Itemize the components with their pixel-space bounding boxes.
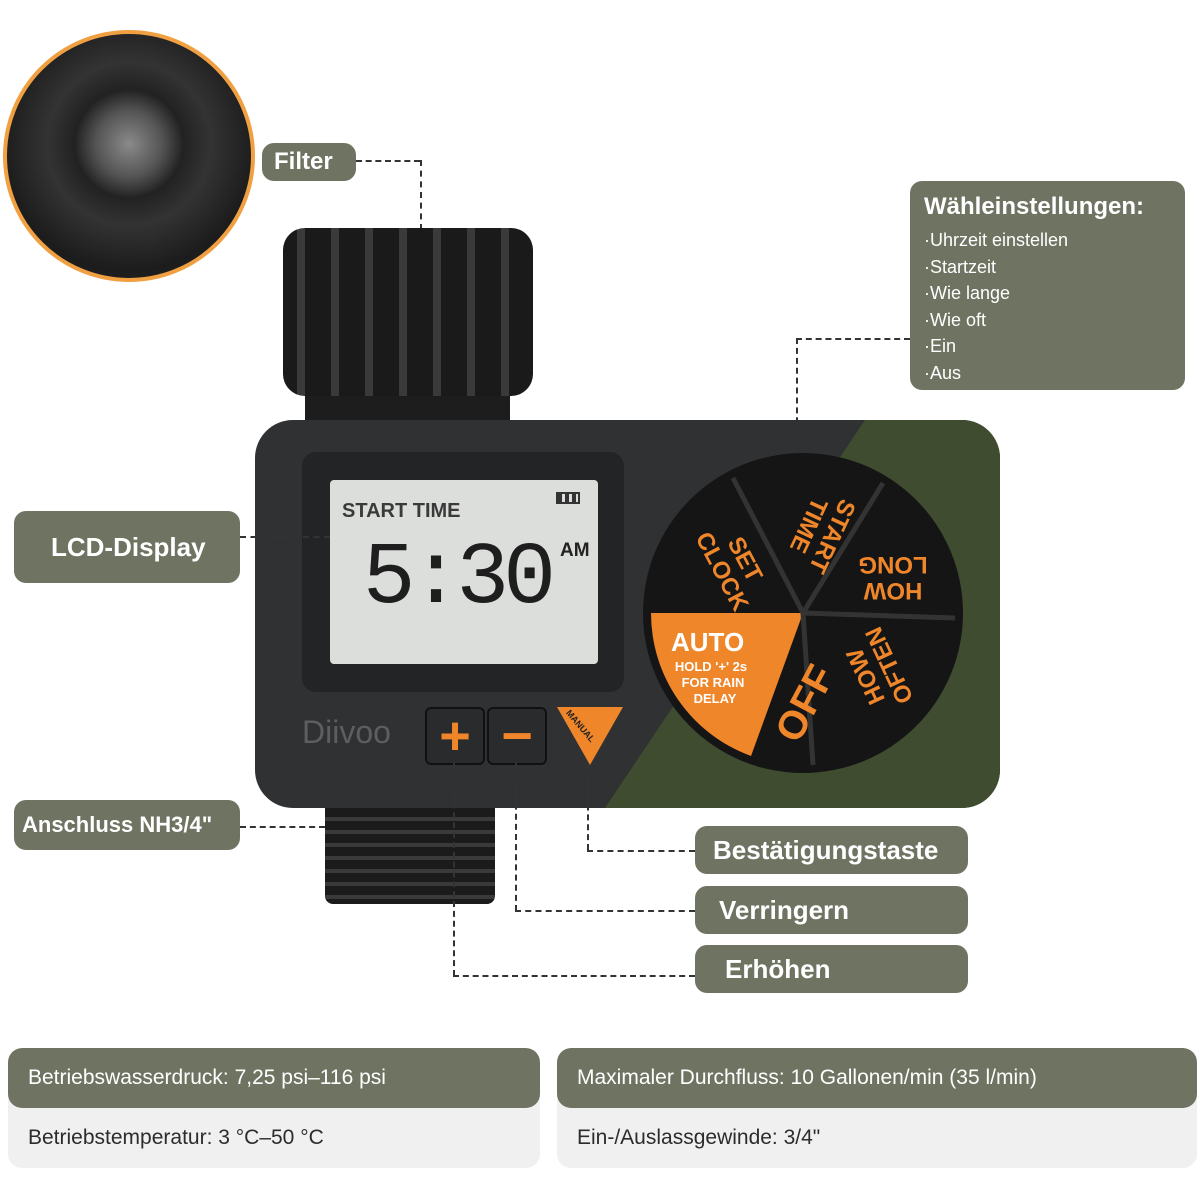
brand-logo: Diivoo bbox=[302, 714, 391, 750]
dial-dividers bbox=[730, 476, 956, 766]
spec-card: Maximaler Durchfluss: 10 Gallonen/min (3… bbox=[557, 1048, 1197, 1168]
dial-settings-item: ·Startzeit bbox=[924, 256, 997, 277]
spec-temperature: Betriebstemperatur: 3 °C–50 °C bbox=[28, 1126, 324, 1149]
spec-flow: Maximaler Durchfluss: 10 Gallonen/min (3… bbox=[557, 1048, 1197, 1108]
increase-button[interactable]: + bbox=[425, 707, 485, 765]
dial-settings-box: Wähleinstellungen: ·Uhrzeit einstellen ·… bbox=[910, 181, 1185, 390]
decrease-button[interactable]: − bbox=[487, 707, 547, 765]
dial-settings-item: ·Wie oft bbox=[924, 309, 987, 330]
dial-settings-item: ·Aus bbox=[924, 362, 962, 383]
lcd-time: 5:30 bbox=[362, 530, 556, 629]
lcd-mode-text: START TIME bbox=[342, 500, 461, 522]
lcd-ampm: AM bbox=[560, 540, 590, 561]
filter-leader-line bbox=[356, 160, 420, 162]
spec-thread: Ein-/Auslassgewinde: 3/4" bbox=[577, 1126, 821, 1149]
dial-settings-item: ·Uhrzeit einstellen bbox=[924, 230, 1069, 250]
decrease-button-label: Verringern bbox=[695, 886, 968, 934]
dial-segment-auto[interactable] bbox=[650, 613, 803, 756]
inlet-nut bbox=[283, 228, 533, 396]
increase-button-label: Erhöhen bbox=[695, 945, 968, 993]
dial-settings-title: Wähleinstellungen: bbox=[924, 193, 1145, 220]
filter-label: Filter bbox=[262, 143, 356, 181]
outlet-thread bbox=[325, 808, 495, 904]
connector-label: Anschluss NH3/4" bbox=[14, 800, 240, 850]
battery-icon bbox=[556, 492, 580, 504]
spec-card: Betriebswasserdruck: 7,25 psi–116 psi Be… bbox=[8, 1048, 540, 1168]
dial-how-long[interactable]: HOWLONG bbox=[858, 551, 927, 604]
dial-auto[interactable]: AUTO bbox=[671, 627, 744, 657]
lcd-display: START TIME 5:30 AM bbox=[330, 480, 598, 664]
spec-pressure: Betriebswasserdruck: 7,25 psi–116 psi bbox=[8, 1048, 540, 1108]
dial-how-often[interactable]: HOWOFTEN bbox=[837, 623, 919, 719]
lcd-display-label: LCD-Display bbox=[14, 511, 240, 583]
mode-dial[interactable]: SETCLOCK STARTTIME HOWLONG HOWOFTEN OFF … bbox=[640, 450, 966, 776]
filter-inset-image bbox=[3, 30, 255, 282]
dial-settings-item: ·Wie lange bbox=[924, 283, 1011, 303]
dial-settings-item: ·Ein bbox=[924, 336, 957, 356]
confirm-button-label: Bestätigungstaste bbox=[695, 826, 968, 874]
